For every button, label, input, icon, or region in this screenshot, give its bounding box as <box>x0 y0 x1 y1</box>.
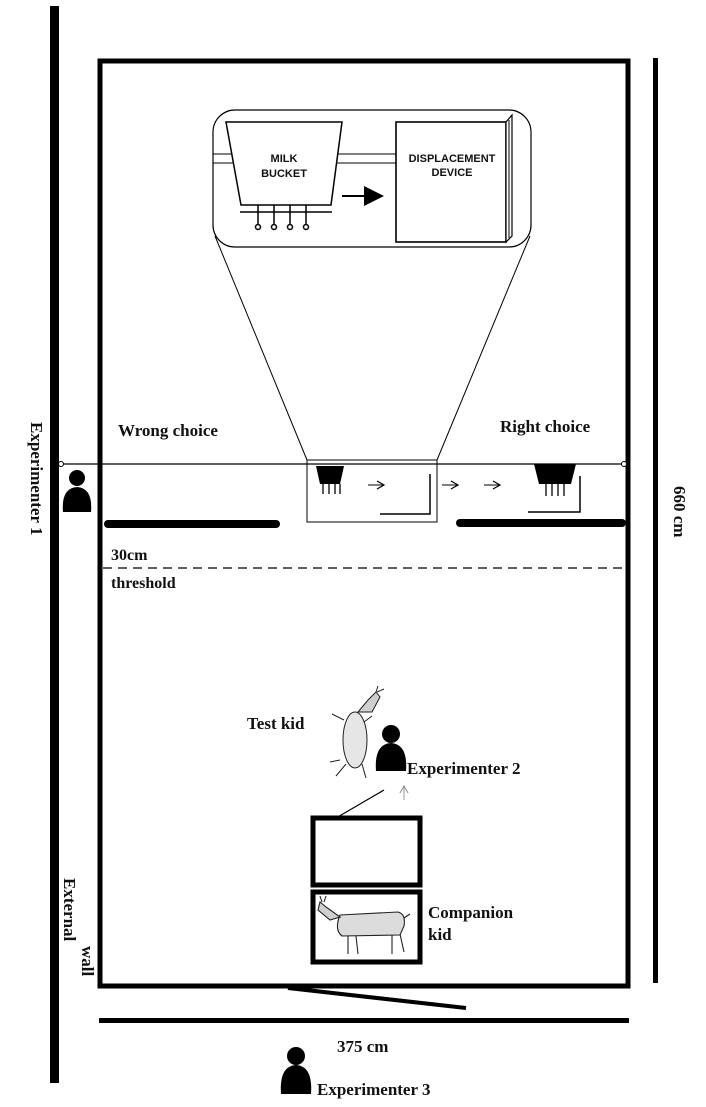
zoom-line-right <box>436 235 531 461</box>
experimenter-3-label: Experimenter 3 <box>317 1080 430 1099</box>
device-on-rail-frame <box>306 459 438 523</box>
person-silhouette-icon <box>375 725 407 771</box>
partition-right <box>456 519 626 527</box>
rail-end-right <box>621 461 627 467</box>
rail-end-left <box>58 461 64 467</box>
zoom-line-left <box>214 235 308 461</box>
milk-bucket-icon-small <box>316 466 344 494</box>
companion-pen <box>310 889 423 965</box>
displacement-device-label-1: DISPLACEMENT <box>409 153 496 165</box>
milk-bucket-label-1: MILK <box>271 153 298 165</box>
experimenter-1-label: Experimenter 1 <box>27 422 46 535</box>
displacement-device-label-2: DEVICE <box>432 167 473 179</box>
threshold-label: threshold <box>111 575 176 592</box>
entrance-door <box>287 986 467 1010</box>
length-dimension-line <box>653 58 658 983</box>
threshold-distance-label: 30cm <box>111 547 148 564</box>
bucket-teats-icon <box>240 205 332 231</box>
length-dimension-label: 660 cm <box>670 486 689 537</box>
person-silhouette-icon <box>280 1047 312 1094</box>
device-on-rail <box>306 459 438 523</box>
start-pen <box>310 815 423 888</box>
displacement-device-box <box>395 121 507 243</box>
external-wall <box>50 6 59 1083</box>
milk-bucket-icon <box>225 121 343 206</box>
width-dimension-line <box>99 1018 629 1023</box>
enclosure <box>97 58 631 989</box>
milk-bucket-icon-right <box>528 464 581 513</box>
goat-icon <box>317 895 411 955</box>
external-wall-label-1: External <box>60 878 79 942</box>
test-kid-label: Test kid <box>247 714 305 733</box>
displacement-track <box>380 474 431 515</box>
experimenter-2-label: Experimenter 2 <box>407 759 520 778</box>
partition-left <box>104 520 280 528</box>
wrong-choice-label: Wrong choice <box>118 421 218 440</box>
external-wall-label-2: wall <box>78 946 97 977</box>
device-inset: MILK BUCKET DISPLACEMENT DEVICE <box>212 109 532 248</box>
person-silhouette-icon <box>62 470 92 512</box>
width-dimension-label: 375 cm <box>337 1037 388 1056</box>
milk-bucket-label-2: BUCKET <box>261 168 307 180</box>
right-choice-label: Right choice <box>500 417 591 436</box>
pen-gate-line <box>335 789 385 819</box>
companion-kid-label-1: Companion <box>428 903 514 922</box>
companion-kid-label-2: kid <box>428 925 452 944</box>
goat-icon <box>329 685 385 779</box>
